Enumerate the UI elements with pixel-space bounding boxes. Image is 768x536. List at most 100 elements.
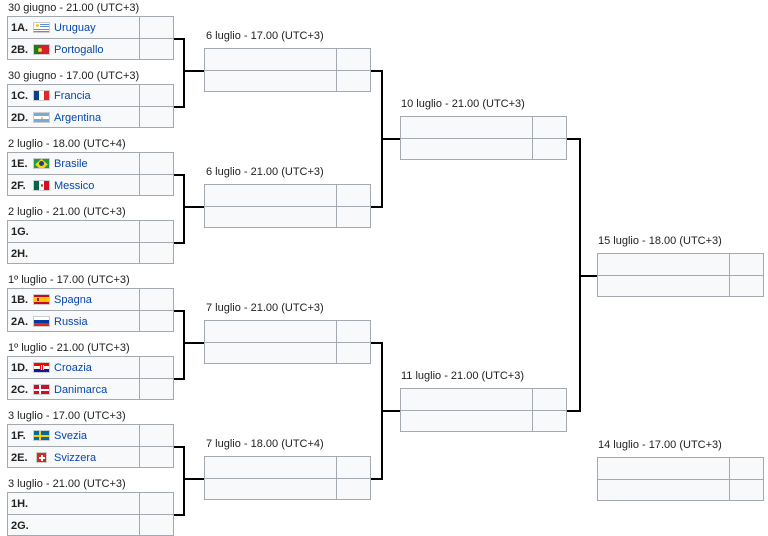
team-score [140,493,174,514]
bracket-connector-line [184,70,204,72]
match-row-divider [8,38,173,39]
team-row: 1B.Spagna [8,289,139,310]
bracket-connector-line [567,138,580,140]
team-name-link[interactable]: Svezia [54,429,88,442]
sweden-flag-icon [33,430,50,441]
match-row-divider [8,446,173,447]
team-seed: 2H. [11,247,29,260]
team-seed: 2G. [11,519,29,532]
score-column-divider [336,185,337,227]
match-row-divider [8,242,173,243]
team-score [140,175,174,196]
team-score [140,379,174,400]
team-name-link[interactable]: Uruguay [54,21,96,34]
team-score [140,425,174,446]
team-score [337,49,371,70]
score-column-divider [139,357,140,399]
mexico-flag-icon [33,180,50,191]
team-name-link[interactable]: Svizzera [54,451,97,464]
bracket-connector-line [184,478,204,480]
match-row-divider [401,138,566,139]
third-place-match [597,457,764,501]
quarterfinal-date: 7 luglio - 18.00 (UTC+4) [206,438,324,450]
team-name-link[interactable]: Croazia [54,361,92,374]
team-score [140,311,174,332]
match-row-divider [8,310,173,311]
bracket-connector-line [371,70,382,72]
bracket-connector-line [174,446,184,448]
team-row: 2E.Svizzera [8,447,139,468]
france-flag-icon [33,90,50,101]
team-score [337,71,371,92]
team-row: 2D. Argentina [8,107,139,128]
score-column-divider [139,153,140,195]
bracket-connector-line [184,342,204,344]
team-score [140,221,174,242]
round-of-16-date: 2 luglio - 21.00 (UTC+3) [8,206,126,218]
score-column-divider [139,221,140,263]
team-name-link[interactable]: Brasile [54,157,88,170]
round-of-16-match: 1F. Svezia 2E.Svizzera [7,424,174,468]
score-column-divider [532,117,533,159]
bracket-connector-line [183,174,185,244]
bracket-connector-line [174,378,184,380]
quarterfinal-date: 6 luglio - 21.00 (UTC+3) [206,166,324,178]
team-row [598,458,729,479]
team-score [730,276,764,297]
bracket-connector-line [183,446,185,516]
match-row-divider [598,275,763,276]
bracket-connector-line [382,138,400,140]
match-row-divider [8,174,173,175]
team-name-link[interactable]: Messico [54,179,95,192]
team-score [337,479,371,500]
score-column-divider [139,17,140,59]
team-seed: 2F. [11,179,26,192]
denmark-flag-icon [33,384,50,395]
semifinal-match [400,388,567,432]
quarterfinal-match [204,184,371,228]
team-score [140,289,174,310]
team-row [401,389,532,410]
team-row [205,71,336,92]
quarterfinal-date: 7 luglio - 21.00 (UTC+3) [206,302,324,314]
team-row [205,321,336,342]
team-score [730,458,764,479]
team-seed: 1E. [11,157,28,170]
team-seed: 2D. [11,111,29,124]
team-name-link[interactable]: Spagna [54,293,92,306]
team-name-link[interactable]: Danimarca [54,383,108,396]
spain-flag-icon [33,294,50,305]
team-row: 2A.Russia [8,311,139,332]
match-row-divider [401,410,566,411]
bracket-connector-line [174,38,184,40]
croatia-flag-icon [33,362,50,373]
round-of-16-match: 1H.2G. [7,492,174,536]
score-column-divider [139,425,140,467]
team-name-link[interactable]: Portogallo [54,43,104,56]
team-row: 2G. [8,515,139,536]
quarterfinal-match [204,320,371,364]
quarterfinal-date: 6 luglio - 17.00 (UTC+3) [206,30,324,42]
team-score [533,139,567,160]
round-of-16-date: 2 luglio - 18.00 (UTC+4) [8,138,126,150]
team-row: 1F. Svezia [8,425,139,446]
team-name-link[interactable]: Francia [54,89,91,102]
final-match [597,253,764,297]
team-row [205,207,336,228]
team-seed: 1F. [11,429,26,442]
team-score [140,515,174,536]
team-name-link[interactable]: Russia [54,315,88,328]
team-score [730,480,764,501]
team-score [140,107,174,128]
team-row: 1A.Uruguay [8,17,139,38]
team-row: 1C.Francia [8,85,139,106]
score-column-divider [139,85,140,127]
bracket-connector-line [371,478,382,480]
round-of-16-date: 1º luglio - 21.00 (UTC+3) [8,342,130,354]
bracket-connector-line [183,310,185,380]
score-column-divider [139,493,140,535]
bracket-connector-line [174,106,184,108]
team-name-link[interactable]: Argentina [54,111,102,124]
quarterfinal-match [204,48,371,92]
